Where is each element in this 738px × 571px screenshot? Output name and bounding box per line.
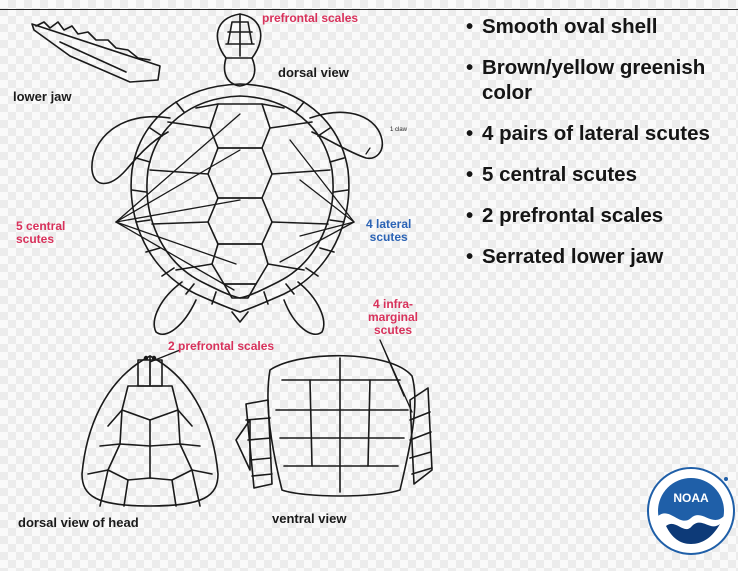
label-inframarginal-scutes: 4 infra- marginal scutes <box>368 298 418 338</box>
label-two-prefrontal-scales: 2 prefrontal scales <box>168 340 274 353</box>
ventral-drawing <box>236 356 432 496</box>
noaa-logo: NOAA <box>646 466 736 556</box>
rear-flippers <box>154 282 323 334</box>
noaa-logo-text: NOAA <box>673 491 709 505</box>
label-ventral-view: ventral view <box>272 512 346 526</box>
head-dorsal-drawing <box>82 356 218 506</box>
label-claw: 1 claw <box>390 127 407 134</box>
label-lower-jaw: lower jaw <box>13 90 72 104</box>
bullet-item: •Serrated lower jaw <box>466 244 734 269</box>
bullet-item: •2 prefrontal scales <box>466 203 734 228</box>
turtle-head <box>217 14 260 86</box>
feature-list: •Smooth oval shell •Brown/yellow greenis… <box>466 14 734 285</box>
carapace <box>131 84 349 322</box>
label-prefrontal-scales: prefrontal scales <box>262 12 358 25</box>
label-dorsal-view-of-head: dorsal view of head <box>18 516 139 530</box>
label-lateral-scutes: 4 lateral scutes <box>366 218 411 244</box>
bullet-item: •Brown/yellow greenish color <box>466 55 734 105</box>
bullet-item: •Smooth oval shell <box>466 14 734 39</box>
lower-jaw-drawing <box>32 22 160 82</box>
label-central-scutes: 5 central scutes <box>16 220 65 246</box>
bullet-item: •4 pairs of lateral scutes <box>466 121 734 146</box>
bullet-item: •5 central scutes <box>466 162 734 187</box>
label-dorsal-view: dorsal view <box>278 66 349 80</box>
